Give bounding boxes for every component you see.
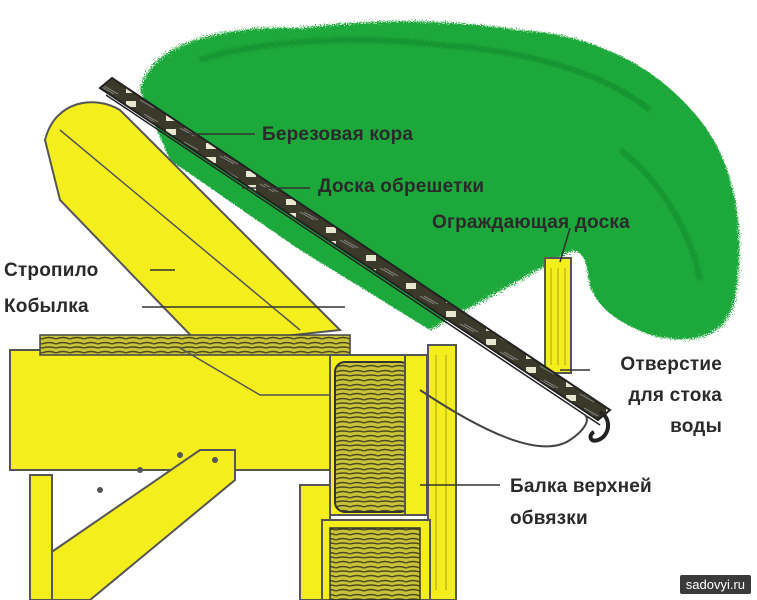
label-drain-hole-1: Отверстие	[620, 354, 722, 375]
lower-wall	[299, 484, 431, 600]
horizontal-beam	[9, 334, 351, 471]
label-top-beam-1: Балка верхней	[510, 476, 652, 497]
wall-post	[427, 344, 457, 600]
label-drain-hole-2: для стока	[628, 385, 722, 406]
diagonal-brace	[29, 449, 236, 600]
label-guard-board: Ограждающая доска	[432, 212, 630, 233]
label-lath-board: Доска обрешетки	[318, 176, 485, 197]
drain-hook	[588, 410, 610, 443]
label-rafter: Стропило	[4, 260, 99, 281]
rafter	[43, 101, 343, 347]
label-birch-bark: Березовая кора	[262, 124, 414, 145]
grass-cover	[140, 21, 740, 340]
gutter	[419, 389, 588, 448]
leader-lines	[142, 133, 590, 486]
top-beam	[329, 354, 428, 516]
label-filly: Кобылка	[4, 296, 89, 317]
label-top-beam-2: обвязки	[510, 508, 588, 529]
lath-board-strip	[98, 76, 612, 426]
watermark: sadovyi.ru	[679, 575, 751, 594]
label-drain-hole-3: воды	[670, 416, 722, 437]
